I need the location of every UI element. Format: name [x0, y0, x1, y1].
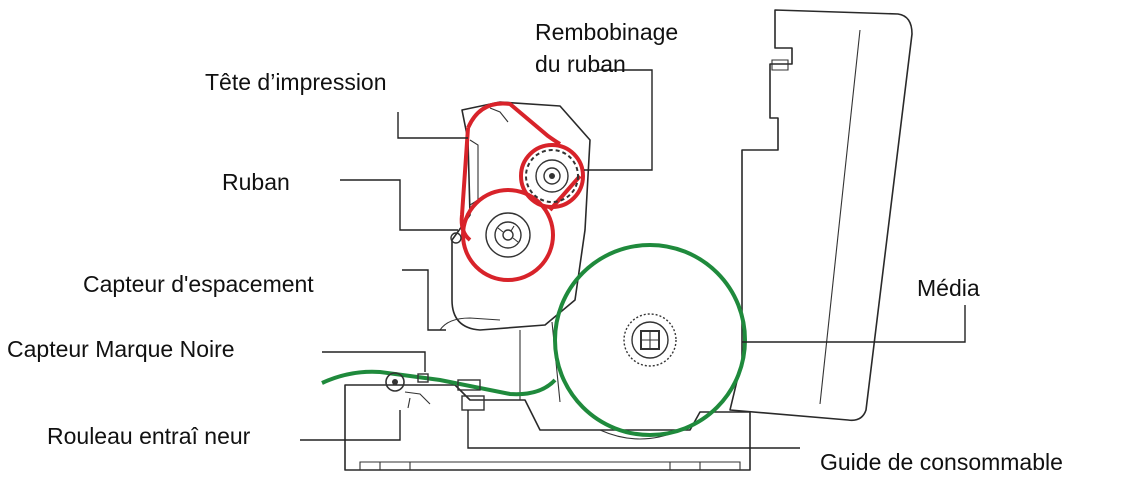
media-roll: [553, 243, 747, 437]
sensor-icon: [417, 317, 501, 411]
label-media: Média: [917, 275, 980, 301]
platen-roller-icon: [385, 372, 431, 409]
rewind-gear-icon: [525, 149, 579, 203]
label-black-mark-sensor: Capteur Marque Noire: [7, 336, 235, 362]
ribbon-rewind-spool: [519, 143, 585, 209]
media-core-icon: [623, 313, 677, 367]
label-ribbon: Ruban: [222, 169, 290, 195]
media-path: [321, 243, 747, 437]
label-platen-roller: Rouleau entraî neur: [47, 423, 251, 449]
label-ribbon-rewind-line2: du ruban: [535, 51, 626, 77]
print-head-assembly: [451, 101, 591, 331]
label-print-head: Tête d’impression: [205, 69, 387, 95]
ribbon-path: [459, 101, 585, 282]
printer-cover: [729, 9, 913, 422]
label-ribbon-rewind-line1: Rembobinage: [535, 19, 678, 45]
ribbon-supply-roll: [461, 188, 555, 282]
label-media-guide: Guide de consommable: [820, 449, 1063, 475]
leader-lines: [300, 69, 966, 449]
printer-base: [344, 384, 751, 471]
supply-hub-icon: [450, 212, 531, 258]
label-gap-sensor: Capteur d'espacement: [83, 271, 314, 297]
printer-body: [344, 9, 913, 471]
